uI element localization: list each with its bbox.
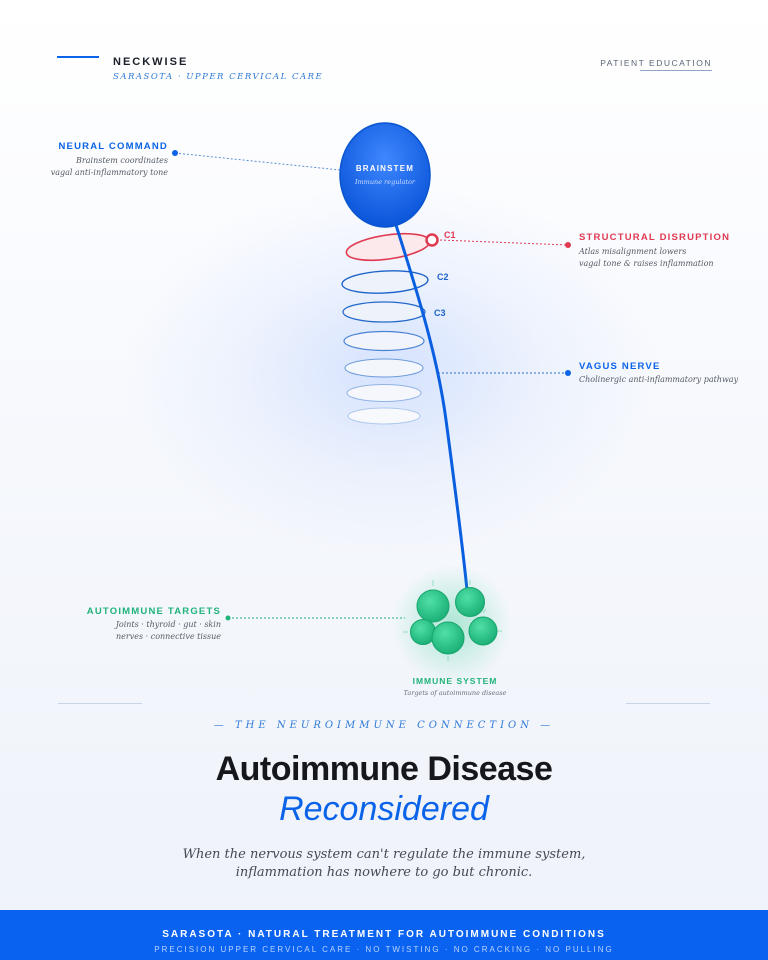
vertebra-7 [347,407,421,425]
autoimmune-targets-desc-2: nerves · connective tissue [116,632,221,641]
tag-underline [640,70,712,71]
vertebra-c2 [341,270,429,294]
vertebra-6 [346,384,422,402]
hero-lede: When the nervous system can't regulate t… [0,846,768,882]
vagus-nerve-desc: Cholinergic anti-inflammatory pathway [579,375,739,384]
callout-neural-command: NEURAL COMMAND Brainstem coordinates vag… [51,141,168,179]
brand-subtitle: SARASOTA · UPPER CERVICAL CARE [113,72,324,82]
brand-accent-line [57,56,99,58]
vagus-leader-dot [565,370,571,376]
hero-lede-line-2: inflammation has nowhere to go but chron… [235,865,533,880]
immune-subtitle: Targets of autoimmune disease [404,689,507,697]
neural-command-title: NEURAL COMMAND [58,141,168,152]
structural-disruption-desc-1: Atlas misalignment lowers [579,247,687,256]
immune-cell-5 [468,616,498,646]
footer-subline: PRECISION UPPER CERVICAL CARE · NO TWIST… [154,945,614,954]
neural-leader-dot [172,150,178,156]
immune-cell-2 [455,587,485,617]
neural-command-desc-1: Brainstem coordinates [76,156,168,165]
brand-name: NECKWISE [113,56,189,68]
immune-cell-cluster [403,580,502,661]
vagus-nerve-title: VAGUS NERVE [579,361,661,372]
structural-leader-dot [565,242,571,248]
vertebra-c1 [345,232,431,262]
hero-kicker: — THE NEUROIMMUNE CONNECTION — [213,720,555,731]
immune-cell-4 [431,621,465,655]
autoimmune-leader-dot [225,615,231,621]
divider-right [626,703,710,704]
hero-lede-line-1: When the nervous system can't regulate t… [182,847,586,862]
structural-disruption-desc-2: vagal tone & raises inflammation [579,259,714,268]
structural-leader-line [439,239,569,246]
vertebra-label-c1: C1 [444,230,456,240]
vertebra-label-c2: C2 [437,272,449,282]
divider-left [58,703,142,704]
hero-title: Autoimmune Disease [215,750,553,788]
vertebra-4 [343,330,425,352]
neural-command-desc-2: vagal anti-inflammatory tone [50,168,168,177]
immune-cell-1 [416,589,450,623]
callout-vagus-nerve: VAGUS NERVE Cholinergic anti-inflammator… [579,361,738,386]
autoimmune-targets-title: AUTOIMMUNE TARGETS [86,606,221,617]
immune-title: IMMUNE SYSTEM [413,676,498,686]
callout-structural-disruption: STRUCTURAL DISRUPTION Atlas misalignment… [579,232,730,270]
neural-leader-line [174,152,341,171]
brainstem-title: BRAINSTEM [356,164,414,173]
footer-headline: SARASOTA · NATURAL TREATMENT FOR AUTOIMM… [162,929,606,940]
brainstem-node [339,122,431,228]
vertebra-5 [344,358,424,378]
callout-autoimmune-targets: AUTOIMMUNE TARGETS Joints · thyroid · gu… [87,606,221,643]
structural-disruption-title: STRUCTURAL DISRUPTION [579,232,731,243]
vertebra-label-c3: C3 [434,308,446,318]
autoimmune-targets-desc-1: Joints · thyroid · gut · skin [115,620,221,629]
neuroimmune-diagram: C1 C2 C3 BRAINSTEM Immune regulator IMMU… [172,122,571,697]
patient-education-tag: PATIENT EDUCATION [600,58,712,68]
vagus-nerve-path [393,220,469,592]
c1-misalignment-marker [425,233,439,247]
vertebra-c3 [342,301,426,323]
brainstem-subtitle: Immune regulator [354,178,416,186]
hero-title-accent: Reconsidered [279,790,489,828]
footer-bar [0,910,768,960]
